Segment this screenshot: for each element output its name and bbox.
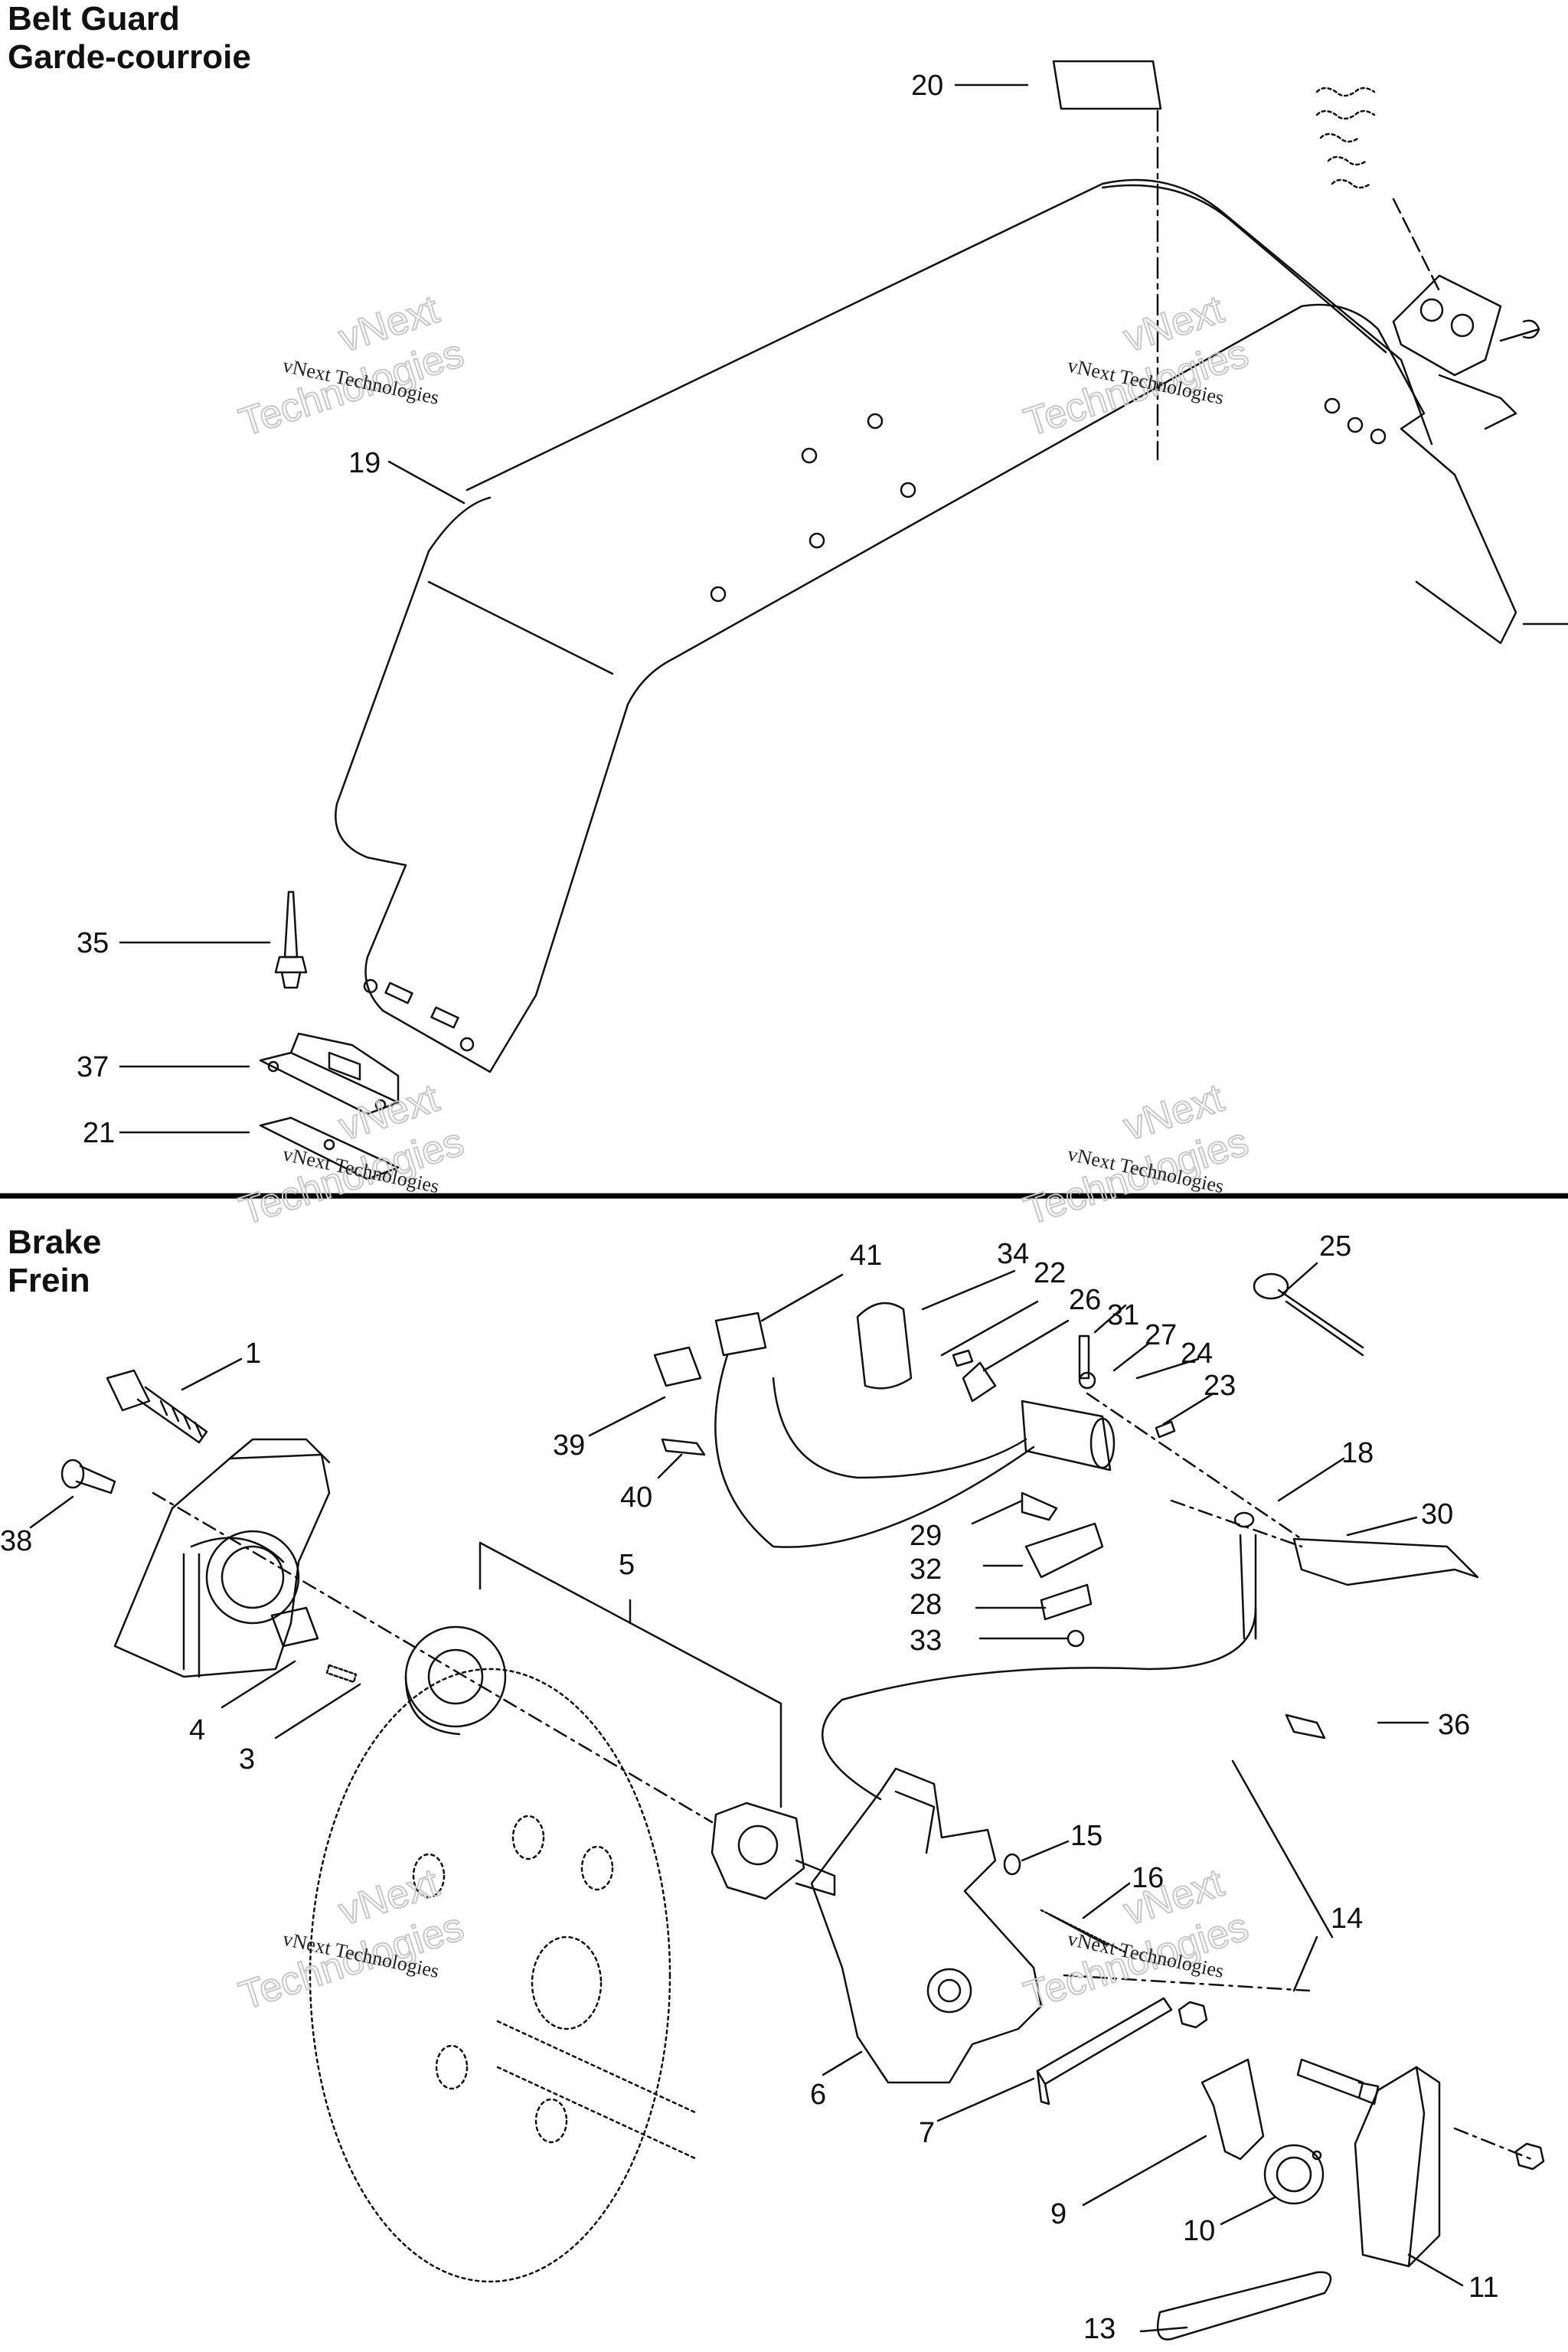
belt-guard-part-20 [1052,60,1162,461]
brake-centerlines [152,1392,1533,2161]
brake-part-4-clip [270,1606,319,1648]
brake-part-5-pad-outer [404,1625,507,1736]
callout-25: 25 [1319,1230,1351,1263]
callout-36: 36 [1438,1709,1470,1741]
callout-11: 11 [1468,2272,1498,2304]
brake-connectors [653,1312,1035,1548]
brake-caliper-housing [113,1438,331,1678]
brake-part-11-cover [1354,2066,1441,2268]
callout-20: 20 [911,70,943,102]
belt-guard-title-en: Belt Guard [8,0,180,38]
callout-31: 31 [1107,1299,1139,1331]
callout-27: 27 [1145,1319,1177,1351]
brake-part-7-lever [1036,1997,1173,2105]
brake-part-9-bracket [1200,2058,1265,2161]
brake-part-5-pad-inner [710,1802,836,1900]
watermark-1: vNext Technologies vNext Technologies [234,286,470,446]
belt-guard-part-19 [335,178,1517,1073]
belt-guard-title: Belt Guard Garde-courroie [8,0,251,77]
callout-15: 15 [1070,1820,1102,1852]
callout-29: 29 [910,1520,942,1552]
callout-9: 9 [1050,2198,1067,2230]
callout-38: 38 [0,1525,32,1557]
callout-4: 4 [189,1714,205,1746]
callout-14: 14 [1331,1903,1363,1935]
brake-part-16-spring [1040,1909,1127,1954]
brake-part-6-caliper [810,1767,1043,2084]
brake-part-15-ring [1003,1853,1021,1876]
callout-13: 13 [1083,2313,1116,2345]
callout-37: 37 [77,1051,109,1083]
callout-34: 34 [997,1238,1029,1270]
callout-41: 41 [850,1240,882,1272]
callout-39: 39 [553,1429,585,1462]
belt-guard-title-fr: Garde-courroie [8,38,251,76]
callout-23: 23 [1204,1370,1236,1402]
belt-guard-part-21 [259,1116,400,1181]
brake-part-34-cap [856,1302,913,1390]
callout-6: 6 [810,2079,826,2111]
watermark-5: vNext Technologies vNext Technologies [234,1860,470,2019]
brake-part-24-housing [1021,1400,1116,1472]
belt-guard-part-37 [259,1032,400,1116]
brake-cable [822,1534,1257,1801]
callout-30: 30 [1421,1498,1453,1530]
callout-26: 26 [1069,1284,1101,1316]
brake-part-25-switch [1253,1272,1364,1357]
callout-32: 32 [910,1553,942,1586]
callout-labels: 20 19 35 37 21 1 38 4 3 5 6 7 9 10 11 13… [0,70,1498,2345]
callout-28: 28 [910,1589,942,1621]
brake-title-en: Brake [8,1223,102,1261]
brake-part-3-screw [325,1664,358,1684]
brake-part-5-bracket [479,1541,782,1808]
callout-40: 40 [620,1481,652,1514]
callout-18: 18 [1341,1437,1374,1469]
brake-part-1-bolt [106,1369,208,1444]
callout-5: 5 [619,1549,635,1581]
callout-35: 35 [77,927,109,959]
callout-22: 22 [1034,1257,1066,1289]
callout-10: 10 [1183,2215,1215,2247]
watermark-2: vNext Technologies vNext Technologies [1018,286,1255,446]
brake-part-13-pin [1156,2271,1332,2341]
brake-part-30-handle [1292,1537,1479,1586]
brake-disc [309,1668,698,2283]
callout-16: 16 [1132,1862,1164,1894]
callout-1: 1 [245,1338,261,1370]
callout-3: 3 [239,1743,255,1775]
callout-21: 21 [83,1117,115,1149]
watermark-4: vNext Technologies vNext Technologies [1018,1075,1255,1234]
watermark-3: vNext Technologies vNext Technologies [234,1075,470,1234]
brake-part-38-pin [60,1459,116,1494]
brake-nut [1178,2001,1545,2171]
brake-small-parts [952,1334,1326,1740]
brake-part-14-adjuster [1296,2058,1380,2105]
brake-part-10-knob [1263,2144,1325,2205]
brake-title: Brake Frein [8,1223,101,1300]
brake-title-fr: Frein [8,1262,90,1299]
callout-33: 33 [910,1625,942,1657]
callout-7: 7 [919,2117,935,2149]
belt-guard-part-35 [274,890,308,989]
belt-guard-hinge-bracket [1315,87,1568,626]
callout-19: 19 [348,447,381,479]
callout-24: 24 [1181,1338,1213,1370]
